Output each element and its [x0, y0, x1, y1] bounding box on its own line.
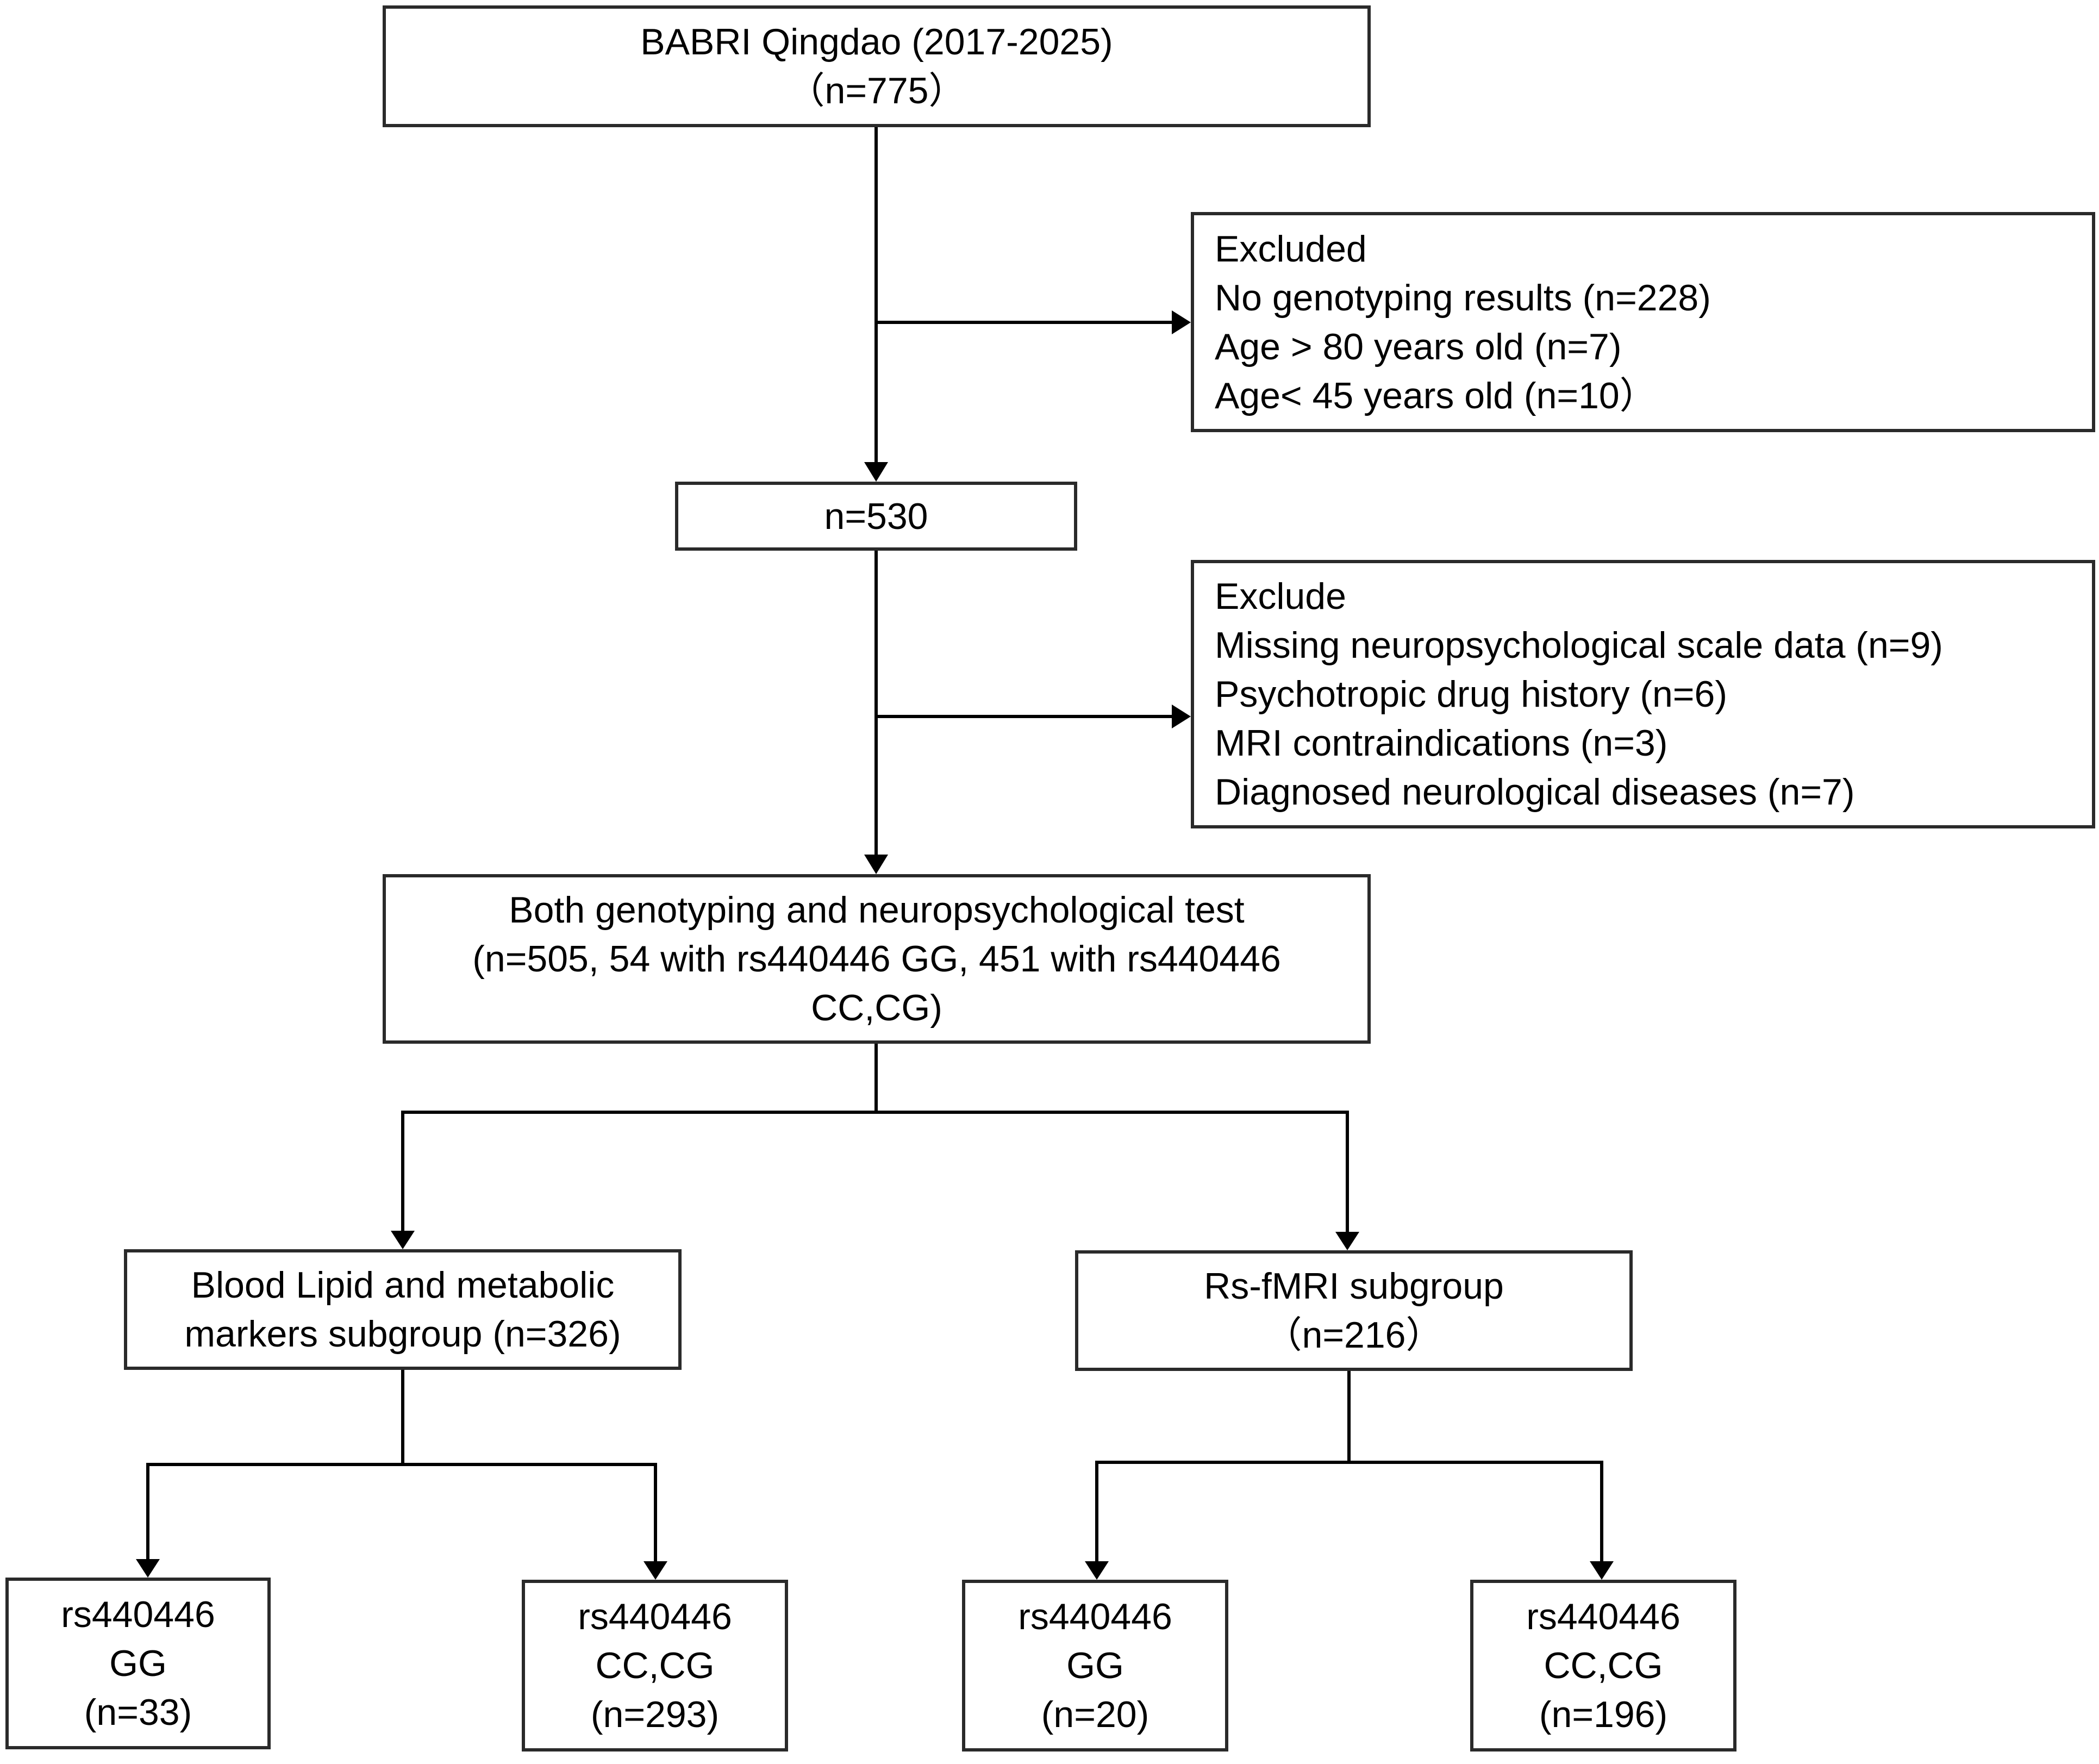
arrowhead-to-lipid — [391, 1231, 415, 1249]
arrowhead-to-exclusion1 — [1172, 310, 1191, 334]
exclusion2-item: Diagnosed neurological diseases (n=7) — [1215, 771, 1855, 813]
genotype-value: CC,CG — [595, 1645, 715, 1686]
combined-box: Both genotyping and neuropsychological t… — [383, 874, 1371, 1044]
genotype-value: CC,CG — [1544, 1645, 1663, 1686]
exclusion1-heading: Excluded — [1215, 228, 1367, 270]
lipid-cc-cg-box: rs440446 CC,CG (n=293) — [522, 1580, 788, 1751]
fmri-subgroup-line: Rs-fMRI subgroup — [1204, 1266, 1504, 1307]
lipid-subgroup-line: Blood Lipid and metabolic — [191, 1264, 615, 1306]
genotype-label: rs440446 — [1526, 1596, 1681, 1637]
combined-line: CC,CG) — [811, 987, 942, 1029]
fmri-cc-cg-box: rs440446 CC,CG (n=196) — [1470, 1580, 1736, 1751]
after-exclusion1-box: n=530 — [675, 482, 1077, 551]
exclusion2-item: Psychotropic drug history (n=6) — [1215, 674, 1727, 715]
arrowhead-to-lipid-cc — [644, 1561, 667, 1580]
fmri-subgroup-line: （n=216） — [1265, 1314, 1443, 1356]
genotype-value: GG — [109, 1643, 167, 1684]
genotype-value: GG — [1066, 1645, 1124, 1686]
exclusion1-item: No genotyping results (n=228) — [1215, 277, 1711, 319]
genotype-count: (n=196) — [1539, 1694, 1668, 1735]
exclusion2-heading: Exclude — [1215, 576, 1346, 617]
arrowhead-to-fmri-gg — [1085, 1561, 1109, 1580]
exclusion2-item: Missing neuropsychological scale data (n… — [1215, 625, 1943, 666]
arrowhead-n530-to-combined — [864, 855, 888, 874]
exclusion1-box: Excluded No genotyping results (n=228) A… — [1191, 212, 2095, 432]
fmri-gg-box: rs440446 GG (n=20) — [962, 1580, 1228, 1751]
genotype-label: rs440446 — [578, 1596, 732, 1637]
arrowhead-start-to-n530 — [864, 462, 888, 482]
lipid-subgroup-box: Blood Lipid and metabolic markers subgro… — [124, 1249, 682, 1370]
start-line: BABRI Qingdao (2017-2025) — [640, 21, 1113, 63]
exclusion1-item: Age > 80 years old (n=7) — [1215, 326, 1622, 367]
fmri-subgroup-box: Rs-fMRI subgroup （n=216） — [1075, 1250, 1633, 1371]
lipid-subgroup-line: markers subgroup (n=326) — [184, 1313, 621, 1355]
genotype-count: (n=33) — [84, 1692, 192, 1733]
combined-line: Both genotyping and neuropsychological t… — [509, 889, 1245, 931]
arrowhead-to-exclusion2 — [1172, 705, 1191, 728]
lipid-gg-box: rs440446 GG (n=33) — [5, 1578, 271, 1749]
genotype-label: rs440446 — [61, 1594, 215, 1635]
arrowhead-to-lipid-gg — [136, 1559, 160, 1578]
arrowhead-to-fmri-cc — [1590, 1561, 1614, 1580]
exclusion2-box: Exclude Missing neuropsychological scale… — [1191, 560, 2095, 828]
combined-line: (n=505, 54 with rs440446 GG, 451 with rs… — [472, 938, 1281, 980]
start-count: （n=775） — [788, 70, 966, 111]
exclusion2-item: MRI contraindications (n=3) — [1215, 722, 1668, 764]
genotype-label: rs440446 — [1018, 1596, 1172, 1637]
start-box: BABRI Qingdao (2017-2025) （n=775） — [383, 5, 1371, 127]
arrowhead-to-fmri — [1335, 1232, 1359, 1250]
genotype-count: (n=293) — [590, 1694, 720, 1735]
exclusion1-item: Age< 45 years old (n=10） — [1215, 375, 1657, 416]
after-exclusion1-count: n=530 — [824, 495, 928, 537]
genotype-count: (n=20) — [1041, 1694, 1150, 1735]
